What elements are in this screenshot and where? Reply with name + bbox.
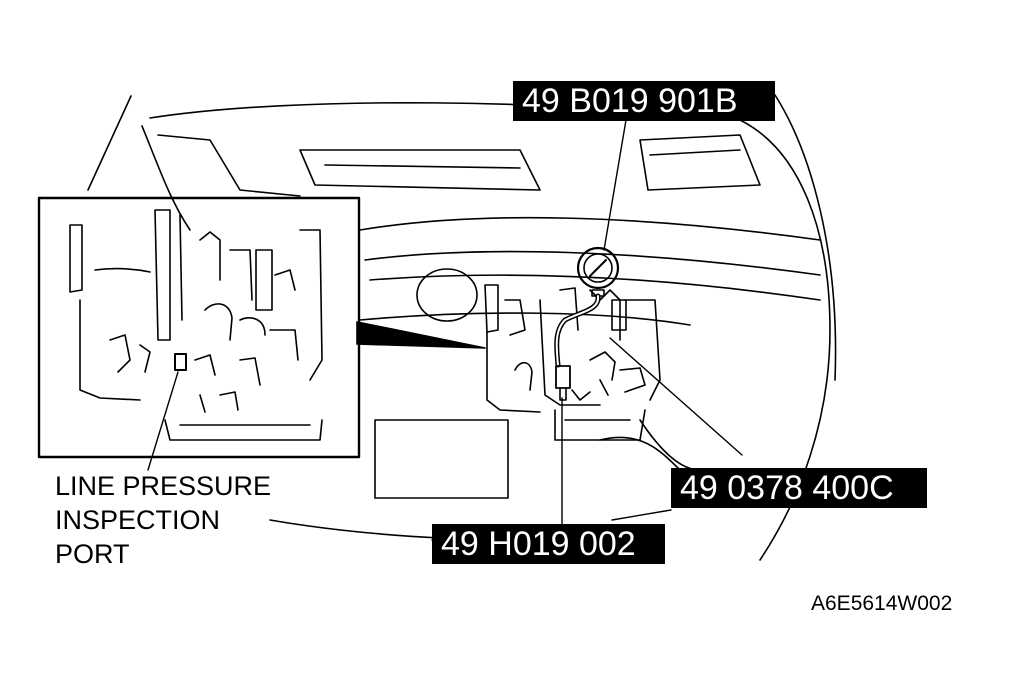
inspection-port-label-line1: LINE PRESSURE: [55, 471, 272, 501]
callout-hose-tool: 49 0378 400C: [671, 468, 927, 508]
leader-lines: [147, 119, 743, 541]
callout-gauge-tool: 49 B019 901B: [513, 81, 775, 121]
inset-pointer-wedge: [356, 321, 486, 349]
pressure-gauge-assembly: [554, 246, 620, 401]
inset-frame: [37, 196, 361, 459]
inset-valve-body-detail: [69, 209, 323, 441]
inspection-port-label-line3: PORT: [55, 539, 130, 569]
callout-adapter-tool: 49 H019 002: [432, 524, 665, 564]
figure-id: A6E5614W002: [811, 592, 953, 615]
transmission-valve-body: [484, 284, 661, 441]
inspection-port-label-line2: INSPECTION: [55, 505, 221, 535]
